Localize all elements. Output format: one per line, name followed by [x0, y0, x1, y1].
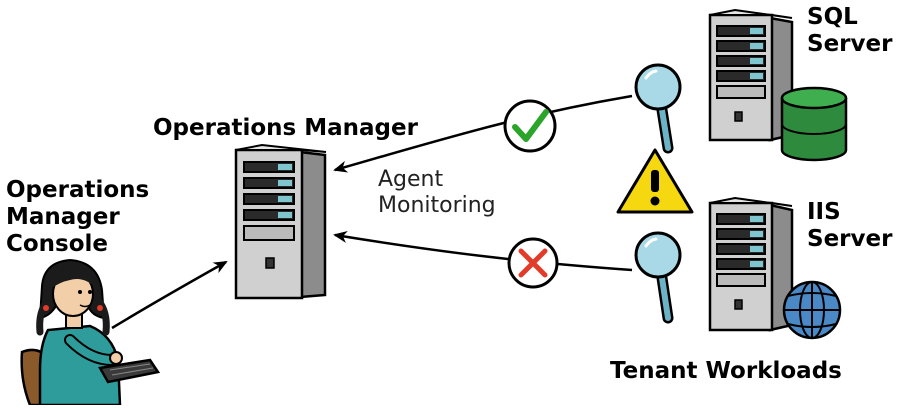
arrow-console-to-manager — [111, 260, 228, 330]
sql-server-icon — [708, 8, 794, 142]
operations-manager-server-icon — [234, 143, 327, 300]
arrow-iis-to-manager — [333, 230, 633, 272]
console-label-line-1: Operations — [6, 177, 150, 203]
globe-icon — [782, 280, 842, 340]
x-mark-icon — [507, 237, 559, 289]
console-label: Operations Manager Console — [6, 177, 149, 258]
sql-server-label-line-2: Server — [807, 31, 893, 58]
arrow-sql-to-manager — [333, 94, 633, 173]
tenant-workloads-label: Tenant Workloads — [610, 358, 842, 384]
database-icon — [780, 86, 848, 162]
sql-server-label-line-1: SQL — [807, 4, 858, 30]
check-mark-icon — [503, 99, 557, 153]
agent-monitoring-line-2: Monitoring — [378, 192, 496, 218]
warning-triangle-icon — [616, 148, 694, 214]
console-user-icon — [20, 258, 161, 407]
agent-monitoring-line-1: Agent — [378, 167, 444, 192]
console-label-line-3: Console — [6, 231, 109, 258]
console-label-line-2: Manager — [6, 204, 120, 231]
iis-server-icon — [708, 196, 794, 332]
magnifier-icon — [634, 63, 682, 154]
sql-server-label: SQL Server — [807, 4, 892, 58]
iis-server-label-line-2: Server — [807, 226, 893, 253]
agent-monitoring-label: Agent Monitoring — [378, 167, 496, 219]
magnifier-icon — [634, 231, 682, 324]
iis-server-label-line-1: IIS — [807, 199, 841, 225]
iis-server-label: IIS Server — [807, 199, 892, 253]
operations-manager-label: Operations Manager — [153, 115, 418, 141]
